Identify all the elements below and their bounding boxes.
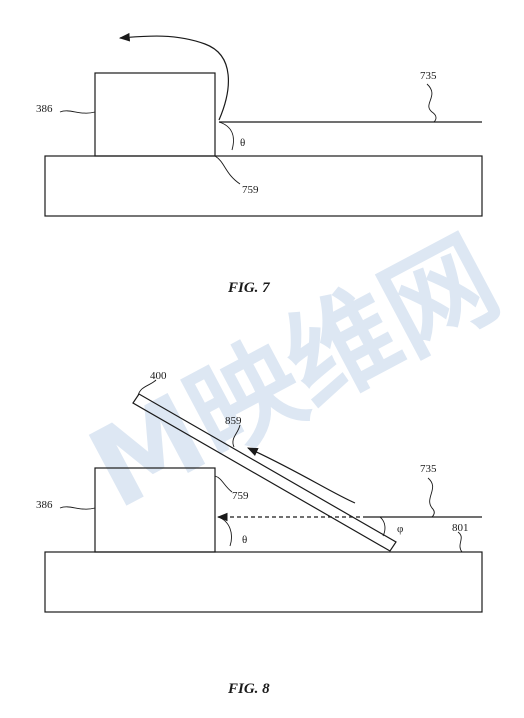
fig8-label-735: 735 (420, 463, 437, 475)
fig8-caption: FIG. 8 (227, 681, 270, 697)
figure-8: φ θ 400 859 386 759 735 801 FIG. 8 (36, 370, 483, 697)
watermark: M 映维网 (70, 214, 519, 534)
fig7-caption: FIG. 7 (227, 280, 270, 296)
fig7-leader-759 (214, 155, 241, 185)
fig8-angle-phi-arc (379, 516, 386, 537)
fig8-label-801: 801 (452, 522, 469, 534)
fig7-label-759: 759 (242, 184, 259, 196)
fig8-surface-arrow (247, 447, 356, 504)
fig7-deflected-path (118, 32, 229, 121)
fig7-block (94, 72, 216, 157)
fig8-label-859: 859 (225, 415, 242, 427)
fig7-angle-arc (218, 121, 234, 151)
fig7-substrate (44, 155, 483, 217)
fig8-leader-801 (457, 531, 463, 553)
fig8-substrate (44, 551, 483, 613)
fig8-label-759: 759 (232, 490, 249, 502)
fig7-label-theta: θ (240, 137, 245, 149)
fig8-label-phi: φ (397, 523, 403, 535)
fig8-leader-735 (427, 477, 435, 518)
fig8-angle-theta-arc (217, 516, 232, 547)
fig8-label-400: 400 (150, 370, 167, 382)
fig7-label-735: 735 (420, 70, 437, 82)
fig8-leader-400 (137, 379, 157, 397)
figure-7: θ 386 735 759 FIG. 7 (36, 32, 483, 296)
fig8-leader-759 (214, 475, 233, 493)
fig8-label-386: 386 (36, 499, 53, 511)
fig8-leader-859 (232, 424, 241, 448)
fig8-label-theta: θ (242, 534, 247, 546)
fig7-leader-735 (426, 83, 437, 123)
watermark-text: 映维网 (167, 214, 518, 482)
fig7-leader-386 (59, 110, 96, 114)
fig8-plate (132, 393, 397, 552)
fig7-label-386: 386 (36, 103, 53, 115)
fig8-leader-386 (59, 506, 96, 510)
fig8-block (94, 467, 216, 553)
